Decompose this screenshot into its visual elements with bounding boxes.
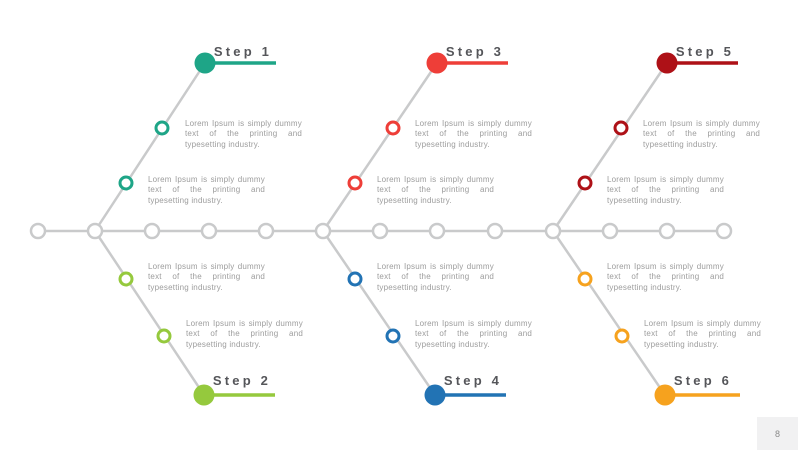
page-number: 8 — [774, 428, 780, 439]
step-dots — [193, 52, 678, 406]
step-dot — [654, 384, 676, 406]
spine-node — [143, 222, 161, 240]
step-label-5: Step 5 — [675, 44, 735, 59]
spine-node — [200, 222, 218, 240]
step-dot — [424, 384, 446, 406]
step-label-6: Step 6 — [673, 373, 733, 388]
spine-nodes — [29, 222, 733, 240]
step-dot — [193, 384, 215, 406]
note-text: Lorem Ipsum is simply dummy text of the … — [377, 262, 494, 292]
step-label-3: Step 3 — [445, 44, 505, 59]
note-text: Lorem Ipsum is simply dummy text of the … — [185, 119, 302, 149]
branch-line-step2 — [93, 230, 206, 396]
note-text: Lorem Ipsum is simply dummy text of the … — [644, 319, 761, 349]
spine-node — [544, 222, 562, 240]
step-dot — [194, 52, 216, 74]
note-ring — [347, 271, 363, 287]
note-text: Lorem Ipsum is simply dummy text of the … — [607, 262, 724, 292]
note-ring — [613, 120, 629, 136]
page-number-badge: 8 — [757, 417, 798, 450]
note-ring — [577, 175, 593, 191]
note-ring — [154, 120, 170, 136]
spine-node — [486, 222, 504, 240]
spine-node — [371, 222, 389, 240]
step-dot — [426, 52, 448, 74]
note-text: Lorem Ipsum is simply dummy text of the … — [148, 175, 265, 205]
note-text: Lorem Ipsum is simply dummy text of the … — [148, 262, 265, 292]
note-ring — [385, 328, 401, 344]
step-dot — [656, 52, 678, 74]
note-ring — [385, 120, 401, 136]
step-label-4: Step 4 — [443, 373, 503, 388]
spine-node — [86, 222, 104, 240]
branch-line-step5 — [551, 62, 669, 232]
branch-line-step3 — [321, 62, 439, 232]
note-ring — [156, 328, 172, 344]
step-underlines — [204, 61, 740, 397]
note-ring — [118, 175, 134, 191]
note-ring — [614, 328, 630, 344]
note-text: Lorem Ipsum is simply dummy text of the … — [377, 175, 494, 205]
branch-line-step6 — [551, 230, 667, 396]
note-ring — [347, 175, 363, 191]
spine-node — [428, 222, 446, 240]
branch-line-step4 — [321, 230, 437, 396]
spine-node — [314, 222, 332, 240]
spine-node — [601, 222, 619, 240]
step-label-1: Step 1 — [213, 44, 273, 59]
note-rings — [118, 120, 630, 344]
spine-node — [29, 222, 47, 240]
note-text: Lorem Ipsum is simply dummy text of the … — [607, 175, 724, 205]
note-text: Lorem Ipsum is simply dummy text of the … — [643, 119, 760, 149]
step-label-2: Step 2 — [212, 373, 272, 388]
branch-line-step1 — [93, 62, 207, 232]
note-ring — [577, 271, 593, 287]
note-text: Lorem Ipsum is simply dummy text of the … — [415, 119, 532, 149]
spine-node — [257, 222, 275, 240]
note-text: Lorem Ipsum is simply dummy text of the … — [415, 319, 532, 349]
spine-node — [715, 222, 733, 240]
spine-node — [658, 222, 676, 240]
note-ring — [118, 271, 134, 287]
note-text: Lorem Ipsum is simply dummy text of the … — [186, 319, 303, 349]
